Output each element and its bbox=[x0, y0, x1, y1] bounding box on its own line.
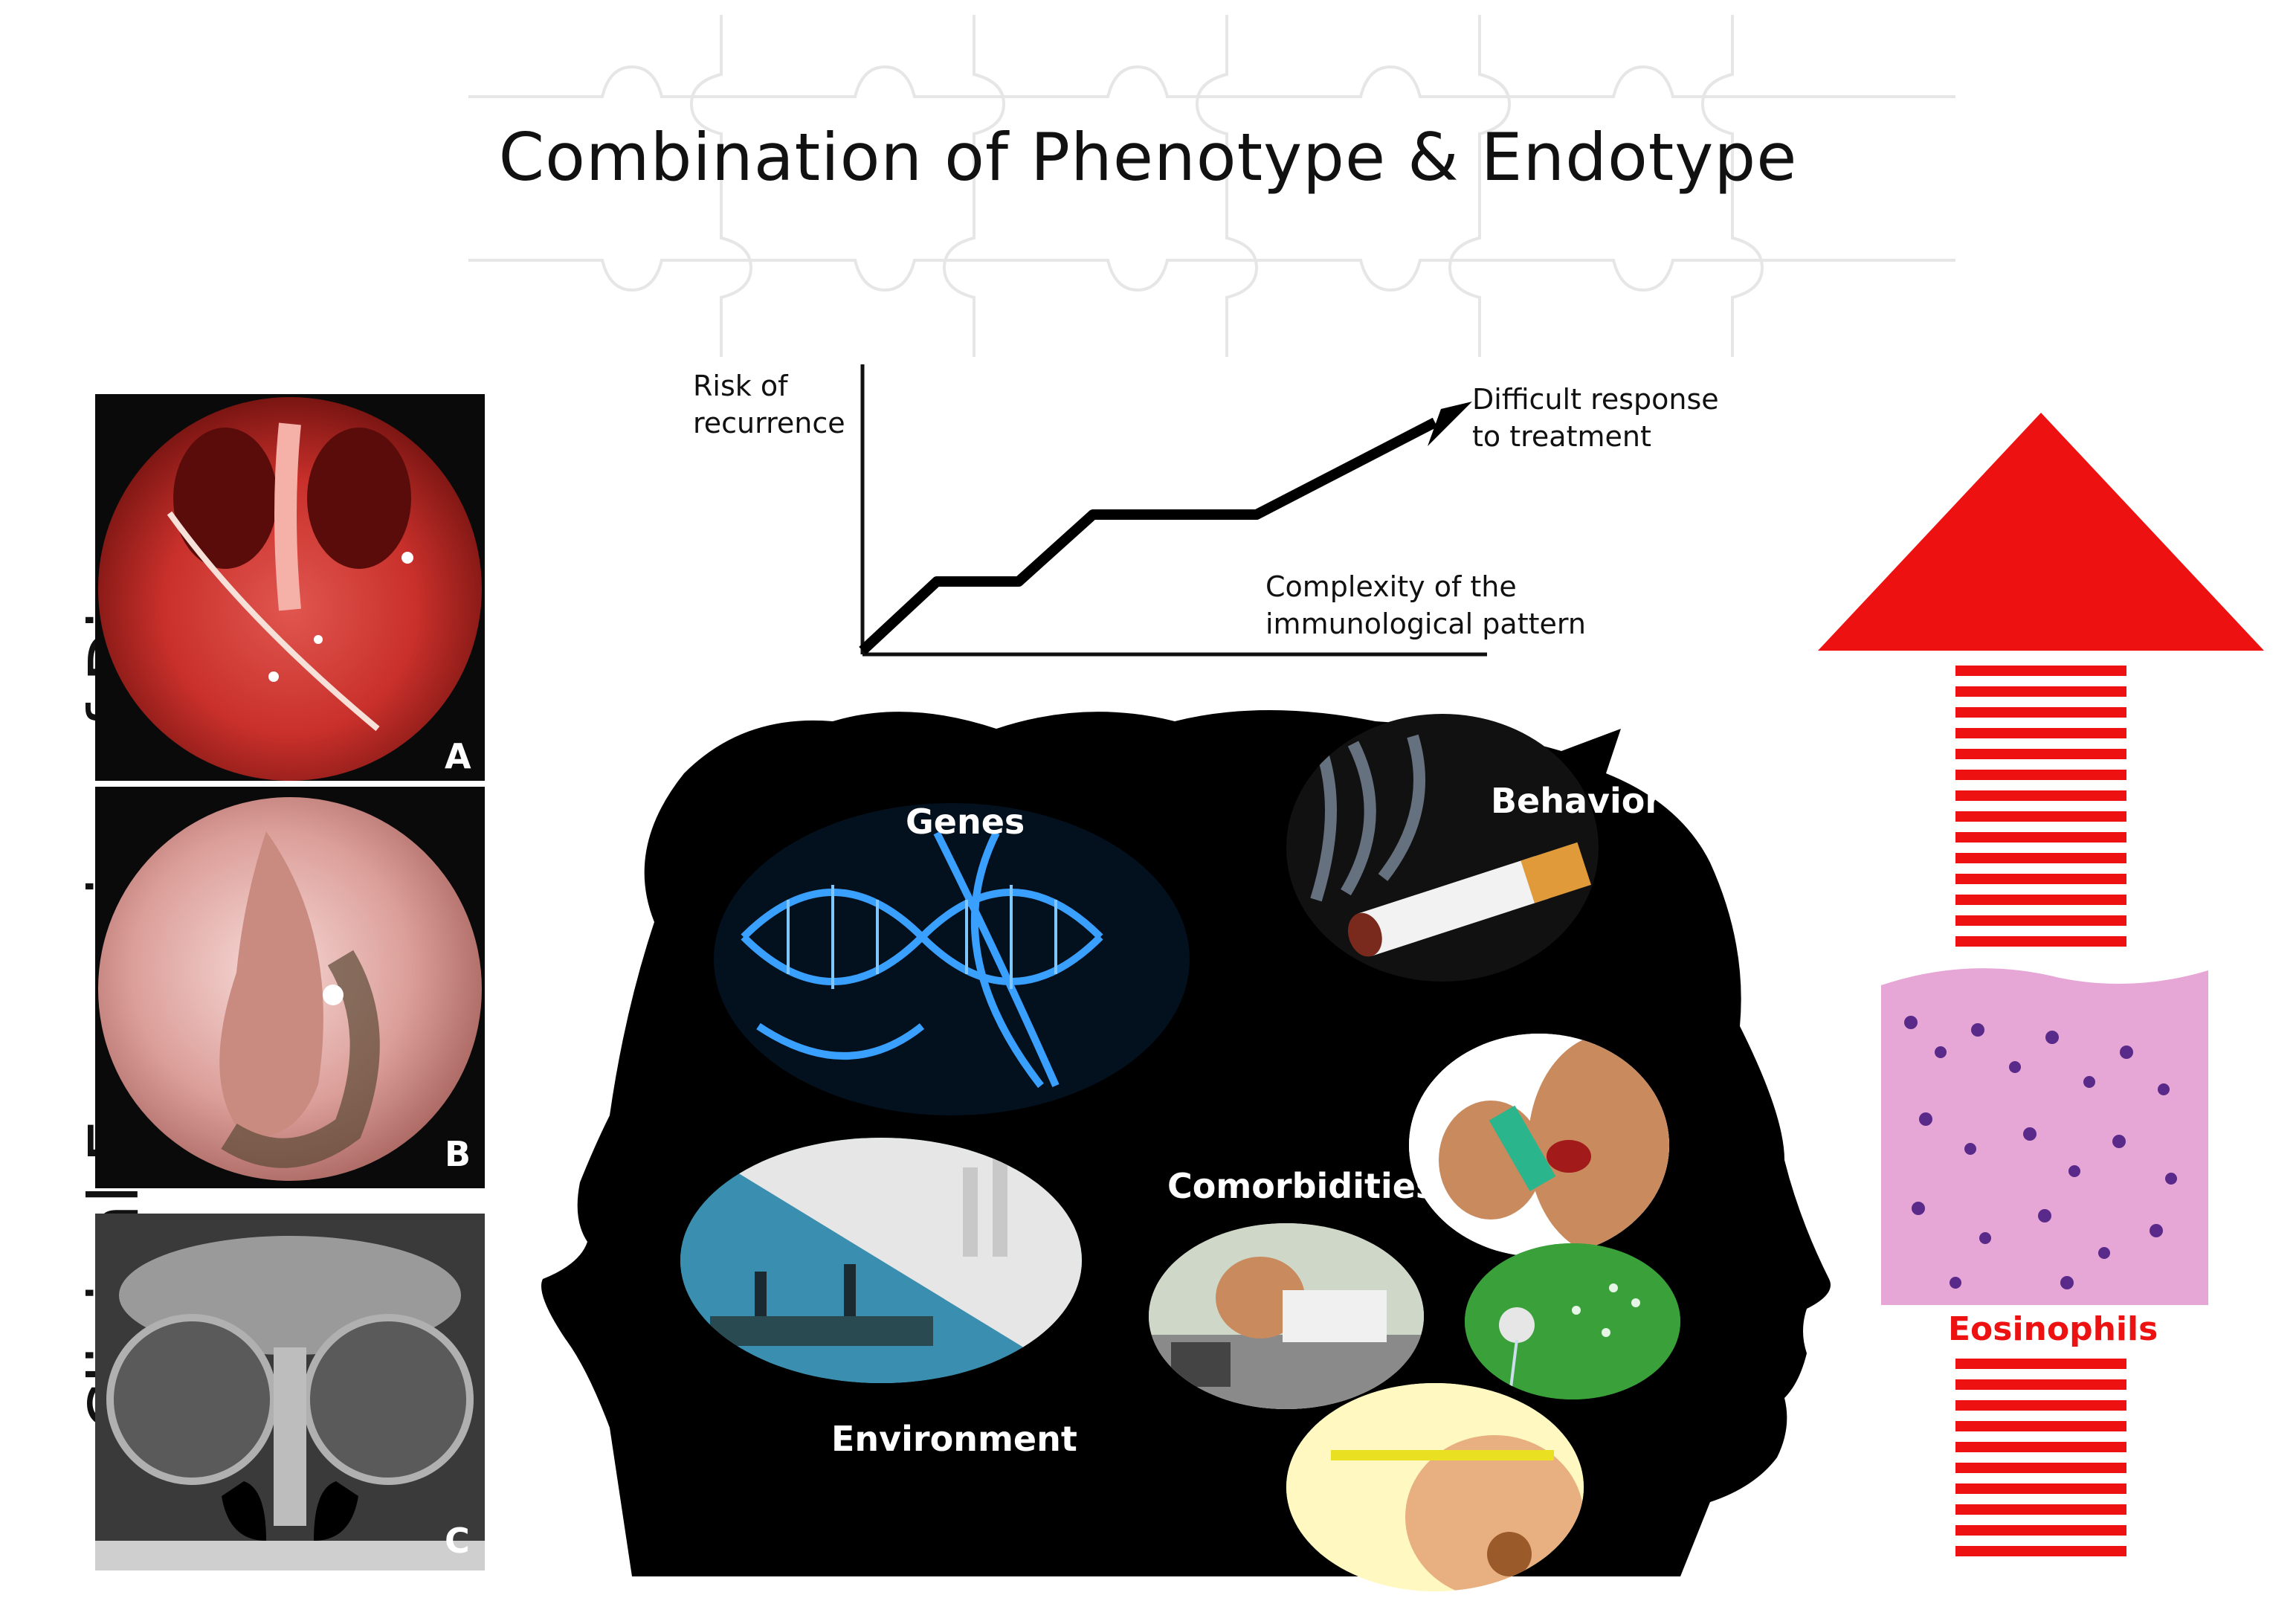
chart-arrow-head bbox=[1428, 402, 1472, 446]
type2-inflammation-label: Type 2 Inflammation bbox=[2286, 599, 2296, 1298]
obesity-photo bbox=[1286, 1383, 1584, 1591]
environment-photo bbox=[680, 1138, 1082, 1383]
obesity-illustration bbox=[1286, 1383, 1584, 1591]
dna-helix-illustration bbox=[741, 831, 1103, 1089]
histology-image bbox=[1881, 956, 2208, 1305]
cpap-photo bbox=[1149, 1223, 1424, 1409]
inhaler-illustration bbox=[1409, 1034, 1669, 1257]
image-letter-a: A bbox=[445, 736, 471, 776]
image-letter-c: C bbox=[445, 1521, 470, 1561]
arrow-head bbox=[1818, 413, 2264, 651]
recurrence-chart bbox=[859, 364, 1487, 657]
factor-label-genes: Genes bbox=[906, 802, 1025, 842]
chart-y-label: Risk of recurrence bbox=[693, 370, 845, 439]
puzzle-background bbox=[468, 15, 1955, 357]
chart-trend-line bbox=[859, 417, 1438, 655]
dandelion-illustration bbox=[1465, 1243, 1680, 1399]
pollen-photo bbox=[1465, 1243, 1680, 1399]
genes-photo bbox=[714, 803, 1190, 1115]
factor-label-behavior: Behavior bbox=[1491, 781, 1663, 821]
nasal-polyp-illustration bbox=[98, 797, 482, 1181]
endoscopy-image-a bbox=[95, 394, 485, 781]
nasal-cavity-illustration bbox=[98, 397, 482, 781]
arrow-stripes-upper bbox=[1955, 666, 2126, 988]
eosinophils-label: Eosinophils bbox=[1948, 1310, 2158, 1348]
image-letter-b: B bbox=[445, 1134, 471, 1174]
behavior-photo bbox=[1286, 714, 1599, 982]
ct-scan-illustration bbox=[95, 1214, 485, 1570]
inhaler-photo bbox=[1409, 1034, 1669, 1257]
cpap-illustration bbox=[1149, 1223, 1424, 1409]
eosinophil-tissue-illustration bbox=[1881, 956, 2208, 1305]
arrow-stripes-lower bbox=[1955, 1359, 2126, 1556]
endoscopy-image-b bbox=[95, 787, 485, 1188]
chart-end-label: Difficult response to treatment bbox=[1472, 383, 1719, 453]
factor-label-comorbidities: Comorbidities bbox=[1167, 1166, 1436, 1206]
lake-fog-illustration bbox=[680, 1138, 1082, 1383]
chart-x-label: Complexity of the immunological pattern bbox=[1265, 570, 1586, 640]
ct-scan-image-c bbox=[95, 1214, 485, 1570]
factor-label-environment: Environment bbox=[831, 1419, 1077, 1459]
cigarette-illustration bbox=[1310, 733, 1591, 957]
figure-title: Combination of Phenotype & Endotype bbox=[498, 119, 1798, 196]
